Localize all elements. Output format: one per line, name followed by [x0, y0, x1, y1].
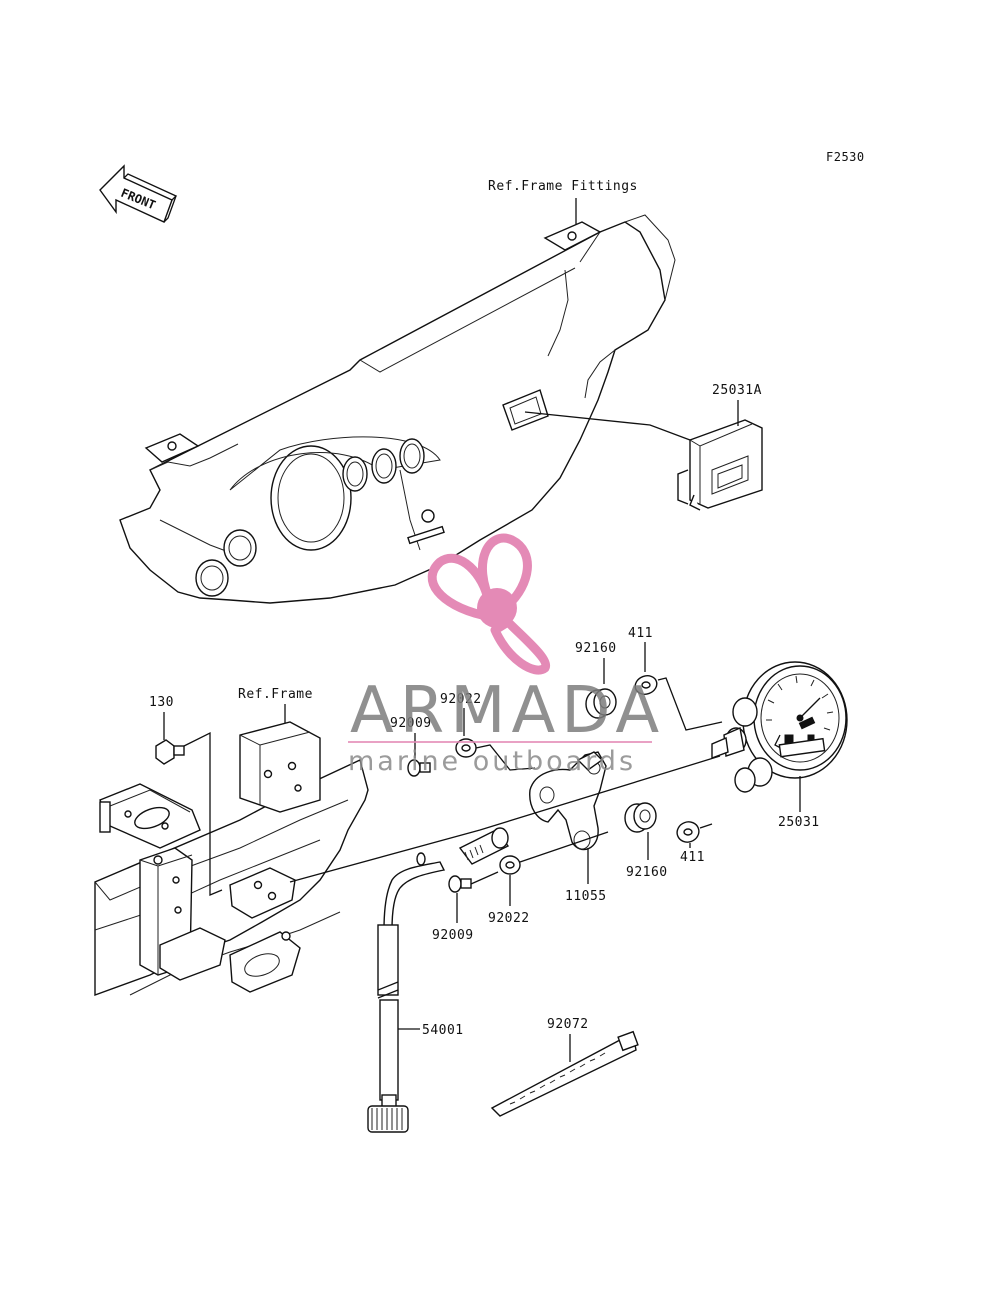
figure-code: F2530: [826, 150, 865, 164]
ref-frame-label: Ref.Frame: [238, 687, 313, 702]
frame-structure: [94, 721, 369, 996]
part-92160-upper-grommet: [585, 688, 617, 719]
part-92009-upper-screw: [407, 759, 431, 777]
part-25031-gauge: [711, 661, 848, 793]
part-92022-upper-label: 92022: [440, 692, 482, 707]
part-92022-lower-label: 92022: [488, 911, 530, 926]
part-92009-lower-label: 92009: [432, 928, 474, 943]
part-411-lower-label: 411: [680, 850, 705, 865]
part-54001-label: 54001: [422, 1023, 464, 1038]
part-54001-cable: [367, 827, 510, 1133]
part-92072-label: 92072: [547, 1017, 589, 1032]
watermark-brand: ARMADA: [350, 674, 665, 748]
part-92072-cable-tie: [490, 1030, 639, 1117]
part-130-label: 130: [149, 695, 174, 710]
armada-watermark: ARMADA marine outboards: [348, 533, 665, 777]
part-92009-upper-label: 92009: [390, 716, 432, 731]
part-92160-upper-label: 92160: [575, 641, 617, 656]
part-25031-label: 25031: [778, 815, 820, 830]
part-92160-lower-label: 92160: [626, 865, 668, 880]
part-25031A-indicator: [677, 419, 763, 511]
part-11055-bracket: [529, 751, 607, 851]
part-92009-lower-screw: [448, 875, 472, 893]
part-130-bolt: [155, 739, 185, 765]
ref-frame-fittings-label: Ref.Frame Fittings: [488, 179, 638, 194]
instrument-panel-cover: [119, 214, 676, 604]
part-25031A-label: 25031A: [712, 383, 762, 398]
propeller-logo-icon: [427, 533, 551, 675]
part-92160-lower-grommet: [624, 802, 657, 833]
part-411-upper-label: 411: [628, 626, 653, 641]
watermark-tagline: marine outboards: [348, 746, 636, 777]
part-11055-label: 11055: [565, 889, 607, 904]
front-arrow-icon: FRONT: [99, 164, 178, 223]
